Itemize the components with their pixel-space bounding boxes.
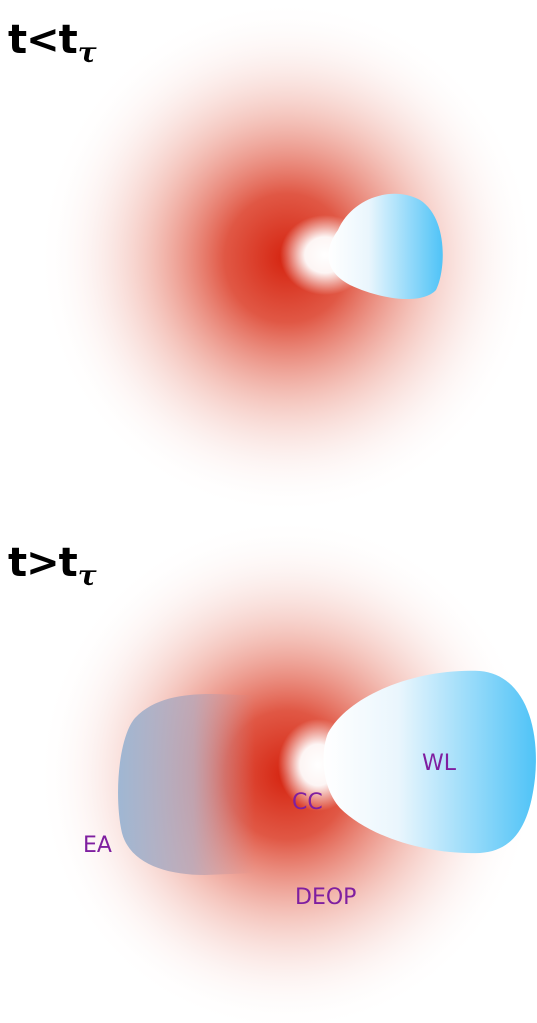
label-ea: EA — [83, 833, 112, 858]
glow-diagram-top — [37, 0, 537, 510]
panel-before-transition: t<tτ — [0, 0, 537, 510]
label-deop: DEOP — [295, 885, 357, 910]
ea-region — [118, 693, 255, 875]
label-wl: WL — [422, 751, 457, 776]
blue-lobe — [328, 193, 443, 300]
glow-diagram-bottom — [37, 517, 537, 1023]
panel-title: t<tτ — [8, 17, 97, 69]
panel-title: t>tτ — [8, 540, 97, 592]
label-cc: CC — [292, 790, 323, 815]
panel-after-transition: t>tτ WL CC EA DEOP — [0, 513, 537, 1023]
wl-lobe — [323, 670, 536, 854]
